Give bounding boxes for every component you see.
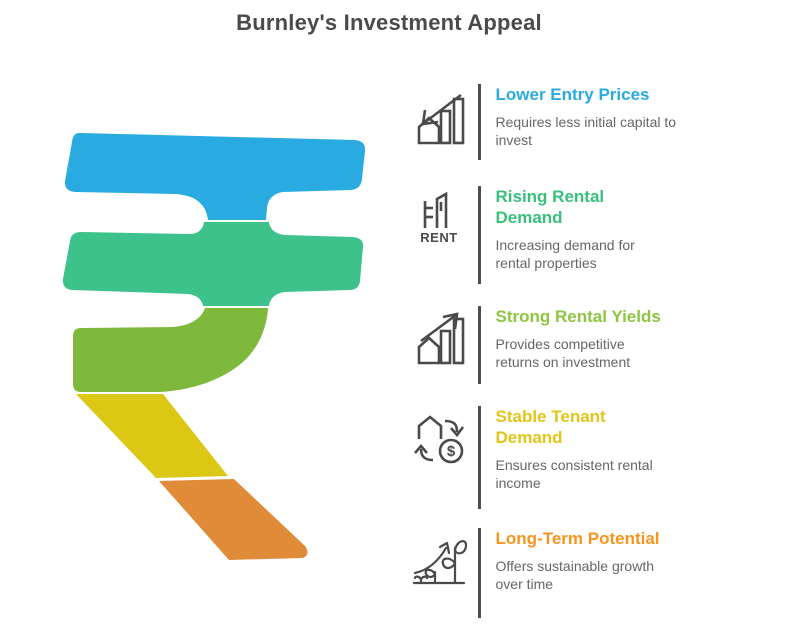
price-decline-chart-icon bbox=[410, 84, 468, 146]
feature-text: Strong Rental Yields Provides competitiv… bbox=[496, 306, 666, 371]
divider bbox=[478, 84, 481, 160]
feature-text: Stable Tenant Demand Ensures consistent … bbox=[496, 406, 686, 492]
house-money-cycle-icon: $ bbox=[410, 406, 468, 468]
plant-growth-icon bbox=[410, 528, 468, 590]
rupee-segment-leg-upper bbox=[76, 394, 228, 478]
feature-row-strong-rental-yields: Strong Rental Yields Provides competitiv… bbox=[410, 306, 666, 384]
feature-text: Rising Rental Demand Increasing demand f… bbox=[496, 186, 666, 272]
header: Burnley's Investment Appeal bbox=[0, 10, 778, 36]
rupee-segment-top-bar bbox=[64, 132, 366, 220]
feature-row-lower-entry-prices: Lower Entry Prices Requires less initial… bbox=[410, 84, 696, 160]
rupee-segment-elbow bbox=[73, 308, 268, 392]
feature-list: Lower Entry Prices Requires less initial… bbox=[410, 0, 710, 640]
rupee-symbol-graphic bbox=[50, 118, 380, 568]
feature-title: Lower Entry Prices bbox=[495, 85, 650, 104]
rent-buildings-icon: RENT bbox=[410, 186, 468, 244]
rupee-icon bbox=[62, 132, 366, 560]
feature-title: Strong Rental Yields bbox=[495, 307, 661, 326]
divider bbox=[478, 528, 481, 618]
divider bbox=[478, 186, 481, 284]
rupee-segment-leg-lower bbox=[159, 479, 308, 560]
feature-description: Increasing demand for rental properties bbox=[495, 237, 635, 271]
feature-description: Provides competitive returns on investme… bbox=[495, 336, 631, 370]
feature-description: Offers sustainable growth over time bbox=[495, 558, 655, 592]
divider bbox=[478, 406, 481, 509]
feature-row-rising-rental-demand: RENT Rising Rental Demand Increasing dem… bbox=[410, 186, 666, 284]
rupee-segment-middle-bar bbox=[62, 222, 364, 306]
feature-text: Long-Term Potential Offers sustainable g… bbox=[496, 528, 676, 593]
feature-title: Rising Rental Demand bbox=[495, 187, 605, 227]
feature-row-long-term-potential: Long-Term Potential Offers sustainable g… bbox=[410, 528, 676, 618]
feature-title: Long-Term Potential bbox=[495, 529, 660, 548]
feature-title: Stable Tenant Demand bbox=[495, 407, 606, 447]
feature-text: Lower Entry Prices Requires less initial… bbox=[496, 84, 696, 149]
growth-chart-icon bbox=[410, 306, 468, 366]
feature-description: Requires less initial capital to invest bbox=[495, 114, 677, 148]
page-title: Burnley's Investment Appeal bbox=[236, 10, 542, 35]
divider bbox=[478, 306, 481, 384]
feature-description: Ensures consistent rental income bbox=[495, 457, 653, 491]
dollar-icon-glyph: $ bbox=[447, 443, 456, 460]
feature-row-stable-tenant-demand: $ Stable Tenant Demand Ensures consisten… bbox=[410, 406, 686, 509]
rent-icon-label: RENT bbox=[420, 230, 457, 244]
